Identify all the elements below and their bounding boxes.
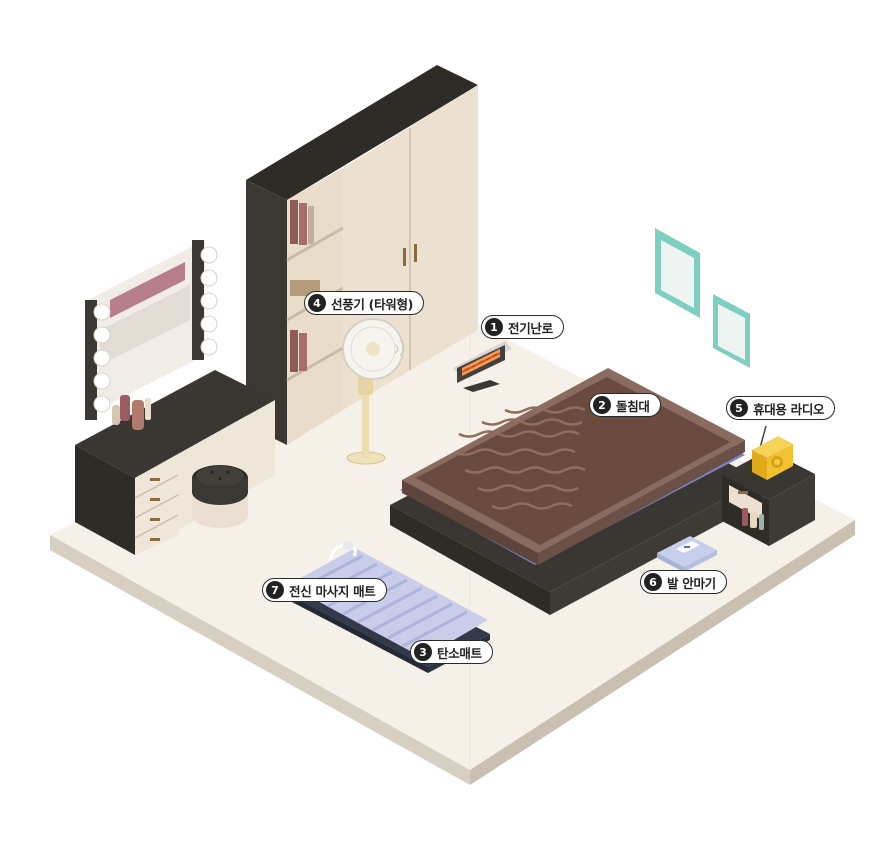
label-number-badge: 6: [644, 573, 662, 591]
wall-frame-small: [713, 294, 750, 368]
label-text: 돌침대: [616, 398, 650, 414]
label-number-badge: 3: [414, 643, 432, 661]
label-number-badge: 4: [308, 294, 326, 312]
cosmetic-bottles: [112, 395, 151, 430]
label-stone-bed: 2 돌침대: [589, 393, 661, 417]
bed-wave-pattern: [454, 406, 586, 510]
label-text: 선풍기 (타워형): [331, 296, 414, 312]
label-fan: 4 선풍기 (타워형): [304, 291, 425, 315]
stool-icon: [192, 465, 248, 528]
label-foot-warmer: 6 발 안마기: [640, 570, 727, 594]
floor-front-right: [470, 520, 855, 785]
label-carbon-mat: 3 탄소매트: [410, 640, 493, 664]
stone-bed: [390, 368, 760, 615]
label-text: 휴대용 라디오: [753, 401, 825, 417]
foot-warmer-icon: [657, 536, 717, 572]
label-body-massager: 7 전신 마사지 매트: [262, 578, 387, 602]
floor-front-left: [50, 535, 470, 785]
mirror-bulbs: [93, 246, 218, 413]
label-text: 탄소매트: [437, 645, 482, 661]
wall-frame-large: [655, 228, 700, 318]
label-text: 전신 마사지 매트: [289, 583, 376, 599]
label-number-badge: 7: [266, 581, 284, 599]
label-heater: 1 전기난로: [481, 315, 564, 339]
radio-icon: [752, 425, 793, 480]
label-number-badge: 1: [485, 318, 503, 336]
label-radio: 5 휴대용 라디오: [726, 396, 836, 420]
fan-icon: [342, 318, 405, 465]
heater-icon: [453, 341, 512, 392]
vanity-mirror: [85, 240, 218, 420]
label-number-badge: 2: [593, 396, 611, 414]
vanity-desk: [75, 370, 275, 555]
label-text: 발 안마기: [667, 575, 716, 591]
label-number-badge: 5: [730, 399, 748, 417]
label-text: 전기난로: [508, 320, 553, 336]
